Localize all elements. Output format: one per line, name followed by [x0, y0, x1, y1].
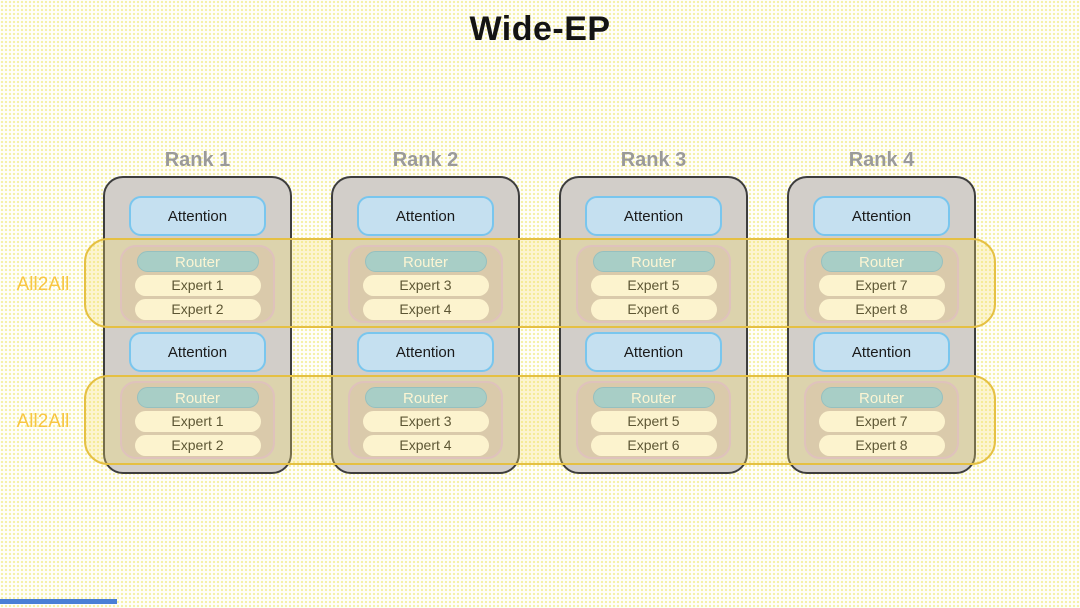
attention-block: Attention: [357, 196, 494, 236]
expert-group: Router Expert 3 Expert 4: [348, 381, 503, 459]
expert-pill: Expert 1: [134, 275, 261, 296]
router-block: Router: [820, 251, 943, 272]
attention-block: Attention: [813, 332, 950, 372]
expert-pill: Expert 8: [818, 435, 945, 456]
expert-pill: Expert 7: [818, 411, 945, 432]
expert-pill: Expert 2: [134, 299, 261, 320]
expert-pill: Expert 3: [362, 275, 489, 296]
router-block: Router: [136, 387, 259, 408]
expert-group: Router Expert 7 Expert 8: [804, 381, 959, 459]
attention-block: Attention: [129, 332, 266, 372]
expert-group: Router Expert 1 Expert 2: [120, 245, 275, 323]
moe-layer: Attention Router Expert 5 Expert 6: [561, 196, 746, 323]
attention-block: Attention: [585, 332, 722, 372]
expert-pill: Expert 6: [590, 299, 717, 320]
attention-block: Attention: [585, 196, 722, 236]
moe-layer: Attention Router Expert 1 Expert 2: [105, 332, 290, 459]
expert-group: Router Expert 7 Expert 8: [804, 245, 959, 323]
rank-box: Attention Router Expert 1 Expert 2 Atten…: [103, 176, 292, 474]
attention-block: Attention: [813, 196, 950, 236]
router-block: Router: [592, 387, 715, 408]
expert-pill: Expert 5: [590, 411, 717, 432]
router-block: Router: [592, 251, 715, 272]
rank-box: Attention Router Expert 5 Expert 6 Atten…: [559, 176, 748, 474]
router-block: Router: [364, 251, 487, 272]
moe-layer: Attention Router Expert 3 Expert 4: [333, 196, 518, 323]
moe-layer: Attention Router Expert 5 Expert 6: [561, 332, 746, 459]
rank-panel: Rank 4 Attention Router Expert 7 Expert …: [787, 148, 976, 474]
rank-label: Rank 3: [620, 149, 687, 171]
attention-block: Attention: [357, 332, 494, 372]
rank-label: Rank 4: [848, 149, 915, 171]
rank-box: Attention Router Expert 3 Expert 4 Atten…: [331, 176, 520, 474]
expert-pill: Expert 7: [818, 275, 945, 296]
moe-layer: Attention Router Expert 3 Expert 4: [333, 332, 518, 459]
moe-layer: Attention Router Expert 1 Expert 2: [105, 196, 290, 323]
expert-pill: Expert 4: [362, 299, 489, 320]
rank-box: Attention Router Expert 7 Expert 8 Atten…: [787, 176, 976, 474]
expert-group: Router Expert 3 Expert 4: [348, 245, 503, 323]
moe-layer: Attention Router Expert 7 Expert 8: [789, 332, 974, 459]
expert-pill: Expert 8: [818, 299, 945, 320]
all2all-label: All2All: [16, 411, 70, 432]
expert-group: Router Expert 1 Expert 2: [120, 381, 275, 459]
rank-label: Rank 2: [392, 149, 459, 171]
router-block: Router: [820, 387, 943, 408]
expert-pill: Expert 6: [590, 435, 717, 456]
all2all-label: All2All: [16, 274, 70, 295]
expert-pill: Expert 3: [362, 411, 489, 432]
expert-pill: Expert 1: [134, 411, 261, 432]
progress-bar: [0, 599, 117, 604]
rank-label: Rank 1: [164, 149, 231, 171]
rank-panel: Rank 1 Attention Router Expert 1 Expert …: [103, 148, 292, 474]
expert-pill: Expert 5: [590, 275, 717, 296]
rank-panel: Rank 3 Attention Router Expert 5 Expert …: [559, 148, 748, 474]
rank-panel: Rank 2 Attention Router Expert 3 Expert …: [331, 148, 520, 474]
expert-group: Router Expert 5 Expert 6: [576, 381, 731, 459]
router-block: Router: [136, 251, 259, 272]
router-block: Router: [364, 387, 487, 408]
expert-pill: Expert 2: [134, 435, 261, 456]
attention-block: Attention: [129, 196, 266, 236]
moe-layer: Attention Router Expert 7 Expert 8: [789, 196, 974, 323]
page-title: Wide-EP: [469, 10, 611, 48]
expert-group: Router Expert 5 Expert 6: [576, 245, 731, 323]
expert-pill: Expert 4: [362, 435, 489, 456]
